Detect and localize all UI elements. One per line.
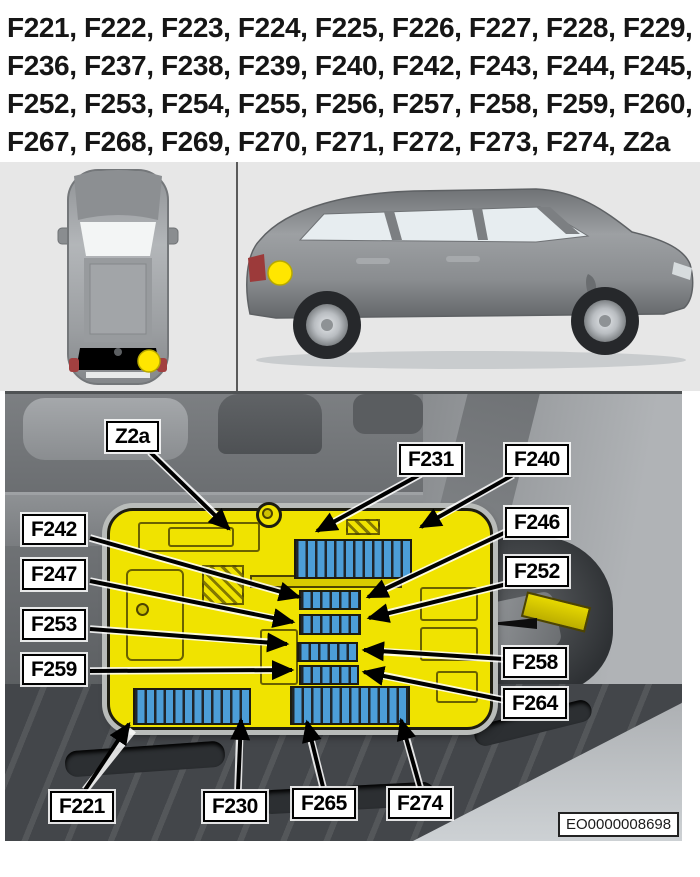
reference-code: EO0000008698 bbox=[558, 812, 680, 837]
hatched-area bbox=[346, 519, 380, 535]
hatched-area bbox=[202, 565, 244, 605]
fusebox-tab bbox=[256, 502, 282, 528]
callout-f247: F247 bbox=[22, 559, 86, 590]
relay-outline bbox=[420, 627, 478, 661]
fuse-row-mid-1 bbox=[299, 590, 361, 610]
fuse-row-bottom-mid bbox=[290, 686, 410, 725]
relay-outline bbox=[260, 629, 298, 685]
location-marker-top-view bbox=[137, 349, 161, 373]
fuse-list-line-3: F252, F253, F254, F255, F256, F257, F258… bbox=[7, 88, 700, 119]
car-side-view bbox=[246, 188, 694, 369]
car-top-view bbox=[57, 169, 179, 385]
fuse-row-top bbox=[294, 539, 412, 579]
callout-f265: F265 bbox=[292, 788, 356, 819]
callout-f253: F253 bbox=[22, 609, 86, 640]
location-marker-side-view bbox=[267, 260, 293, 286]
headrest bbox=[218, 394, 322, 454]
relay-outline bbox=[420, 587, 478, 621]
callout-f230: F230 bbox=[203, 791, 267, 822]
callout-f221: F221 bbox=[50, 791, 114, 822]
fuse-row-bottom-left bbox=[133, 688, 251, 725]
location-panels bbox=[0, 162, 700, 391]
callout-f258: F258 bbox=[503, 647, 567, 678]
callout-f252: F252 bbox=[505, 556, 569, 587]
fuse-row-mid-4 bbox=[299, 665, 359, 685]
callout-f240: F240 bbox=[505, 444, 569, 475]
headrest-right bbox=[353, 394, 423, 434]
fuse-list-line-2: F236, F237, F238, F239, F240, F242, F243… bbox=[7, 50, 700, 81]
callout-f246: F246 bbox=[505, 507, 569, 538]
fuse-list-line-4: F267, F268, F269, F270, F271, F272, F273… bbox=[7, 126, 670, 157]
callout-z2a: Z2a bbox=[106, 421, 159, 452]
fuse-list-line-1: F221, F222, F223, F224, F225, F226, F227… bbox=[7, 12, 700, 43]
relay-bank bbox=[126, 569, 184, 661]
fuse-row-mid-3 bbox=[297, 642, 358, 662]
callout-f274: F274 bbox=[388, 788, 452, 819]
fuse-box bbox=[107, 502, 493, 730]
fuse-row-mid-2 bbox=[299, 614, 361, 635]
panel-divider bbox=[236, 162, 238, 391]
callout-f264: F264 bbox=[503, 688, 567, 719]
shadow-wedge bbox=[485, 618, 537, 629]
relay-outline bbox=[436, 671, 478, 703]
relay-outline bbox=[168, 527, 234, 547]
fuse-list-header: F221, F222, F223, F224, F225, F226, F227… bbox=[0, 0, 700, 162]
callout-f242: F242 bbox=[22, 514, 86, 545]
trunk-photo bbox=[5, 391, 682, 841]
callout-f231: F231 bbox=[399, 444, 463, 475]
callout-f259: F259 bbox=[22, 654, 86, 685]
screw-hole bbox=[262, 508, 273, 519]
